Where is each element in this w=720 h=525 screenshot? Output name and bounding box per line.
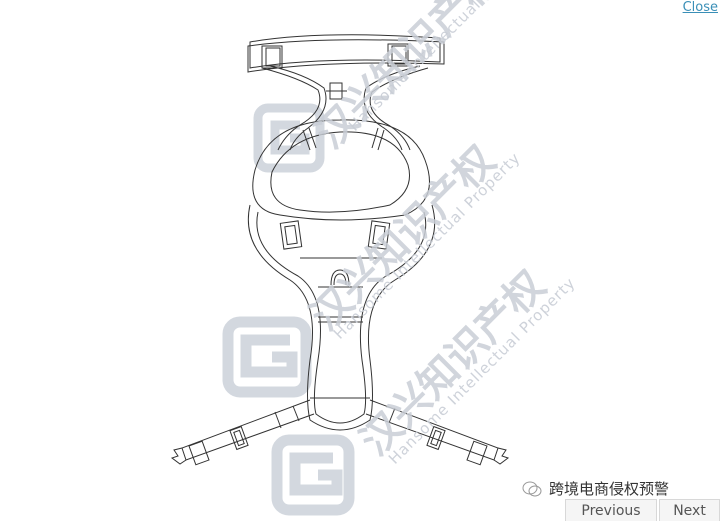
next-button[interactable]: Next bbox=[659, 499, 720, 521]
watermark-logo-icon bbox=[271, 434, 355, 516]
watermark-logo-icon bbox=[222, 316, 312, 398]
image-caption: 跨境电商侵权预警 bbox=[521, 478, 669, 499]
previous-button[interactable]: Previous bbox=[565, 499, 657, 521]
caption-text: 跨境电商侵权预警 bbox=[549, 480, 670, 498]
wechat-icon bbox=[522, 481, 542, 496]
close-link[interactable]: Close bbox=[682, 0, 718, 15]
